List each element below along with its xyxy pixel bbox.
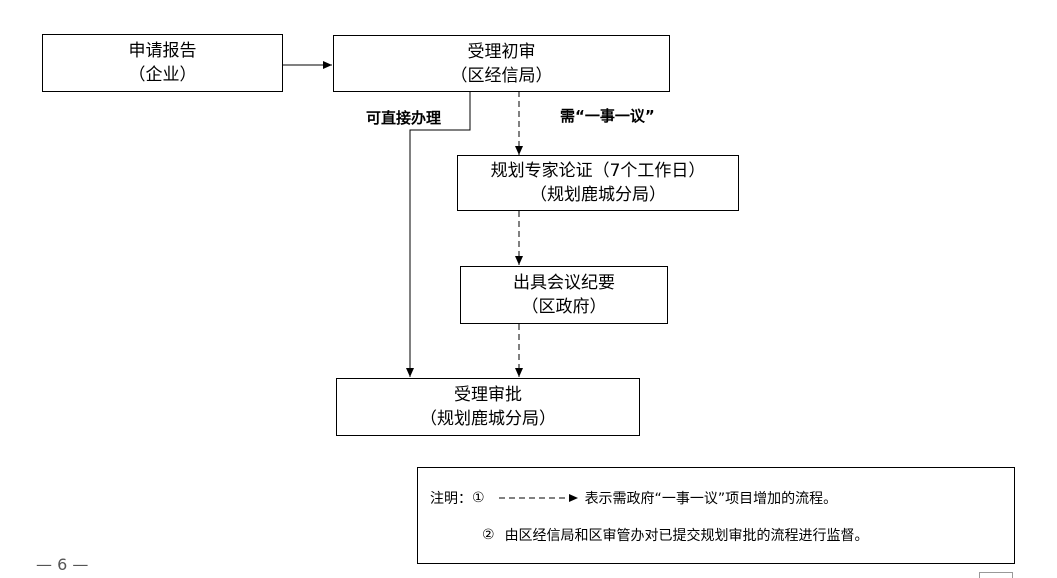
note-title: 注明： bbox=[430, 491, 472, 507]
edge-label-case-by-case: 需“一事一议” bbox=[560, 107, 655, 125]
node-apply-report: 申请报告 （企业） bbox=[42, 34, 283, 92]
node-expert-review-title: 规划专家论证（7个工作日） bbox=[490, 161, 706, 181]
note-item2-text: 由区经信局和区审管办对已提交规划审批的流程进行监督。 bbox=[504, 528, 869, 544]
note-line-1: 注明： ① 表示需政府“一事一议”项目增加的流程。 bbox=[430, 488, 837, 508]
node-initial-review: 受理初审 （区经信局） bbox=[333, 35, 670, 92]
note-line-2: ② 由区经信局和区审管办对已提交规划审批的流程进行监督。 bbox=[482, 525, 869, 545]
note-item1-text: 表示需政府“一事一议”项目增加的流程。 bbox=[584, 491, 838, 507]
node-approval-actor: （规划鹿城分局） bbox=[420, 409, 556, 429]
node-expert-review-actor: （规划鹿城分局） bbox=[530, 185, 666, 205]
note-item2-marker: ② bbox=[482, 527, 495, 543]
node-apply-report-title: 申请报告 bbox=[128, 41, 197, 61]
node-initial-review-title: 受理初审 bbox=[467, 41, 536, 62]
node-meeting-minutes-title: 出具会议纪要 bbox=[513, 273, 615, 293]
notes-box: 注明： ① 表示需政府“一事一议”项目增加的流程。 ② 由区经信局和区审管办对已… bbox=[417, 467, 1015, 564]
node-apply-report-actor: （企业） bbox=[128, 65, 197, 85]
node-approval: 受理审批 （规划鹿城分局） bbox=[336, 378, 640, 436]
edge-label-direct: 可直接办理 bbox=[366, 109, 442, 127]
node-meeting-minutes: 出具会议纪要 （区政府） bbox=[460, 266, 668, 324]
page-number: — 6 — bbox=[36, 555, 89, 574]
dashed-arrow-legend-icon bbox=[498, 494, 578, 502]
node-approval-title: 受理审批 bbox=[454, 385, 522, 405]
node-meeting-minutes-actor: （区政府） bbox=[521, 297, 607, 317]
node-initial-review-actor: （区经信局） bbox=[450, 65, 553, 86]
arrow-review-to-approve-direct bbox=[406, 91, 471, 377]
page-corner-mark bbox=[979, 572, 1013, 578]
note-item1-marker: ① bbox=[472, 490, 485, 506]
node-expert-review: 规划专家论证（7个工作日） （规划鹿城分局） bbox=[457, 155, 739, 211]
